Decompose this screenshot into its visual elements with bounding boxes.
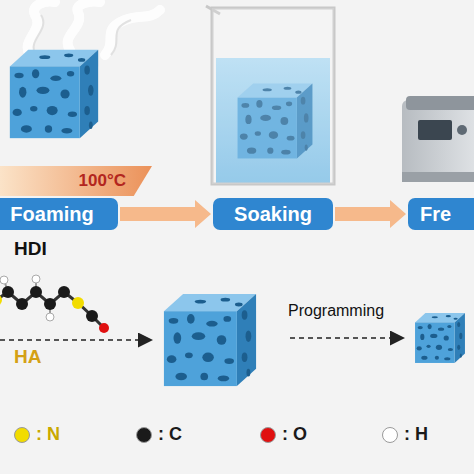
step-title: Soaking [234, 203, 312, 226]
dryer-body [402, 100, 474, 182]
process-box: Fre [408, 198, 474, 230]
step-label: Programming [288, 302, 384, 320]
h-atom [46, 313, 54, 321]
dryer-base [402, 172, 474, 182]
n-atom [0, 294, 2, 306]
c-atom [86, 310, 98, 322]
step-title: Fre [420, 203, 451, 226]
h-atom [32, 275, 40, 283]
dryer-lid [406, 96, 474, 110]
temperature-text: 100°C [79, 171, 126, 191]
freeze-dryer [402, 96, 474, 182]
o-atom [99, 323, 109, 333]
legend-text: : O [282, 424, 307, 445]
steam-wisp [111, 20, 131, 55]
steam-wisp [28, 2, 55, 55]
process-arrow [120, 200, 211, 228]
beaker [206, 6, 334, 184]
n-atom [72, 297, 84, 309]
steam-shadow [34, 15, 131, 55]
arrow-shape [120, 200, 211, 228]
dashed-arrow [290, 337, 402, 339]
c-atom [58, 286, 70, 298]
steam [28, 1, 160, 55]
legend-text: : C [158, 424, 182, 445]
steam-wisp [105, 10, 160, 55]
atom-swatch [136, 427, 152, 443]
steam-wisp [68, 1, 100, 50]
arrow-shape [335, 200, 406, 228]
atom-swatch [382, 427, 398, 443]
legend-text: : H [404, 424, 428, 445]
dryer-screen [418, 120, 452, 140]
glass [212, 8, 334, 184]
legend-item: : H [382, 424, 428, 445]
molecule [0, 275, 109, 333]
process-box: Soaking [213, 198, 333, 230]
step-title: Foaming [10, 203, 93, 226]
beaker-wall [212, 8, 334, 184]
h-atom [0, 276, 8, 284]
legend-item: : O [260, 424, 307, 445]
legend-text: : N [36, 424, 60, 445]
legend-item: : C [136, 424, 182, 445]
dashed-arrow [0, 339, 150, 341]
foam-cube [10, 50, 98, 138]
tag-fill [0, 166, 152, 196]
c-atom [30, 286, 42, 298]
c-atom [16, 298, 28, 310]
c-atom [2, 286, 14, 298]
legend-item: : N [14, 424, 60, 445]
reagent-label: HDI [14, 238, 47, 260]
foam-cube [164, 294, 256, 386]
atom-swatch [260, 427, 276, 443]
steam-wisp [34, 15, 44, 55]
reagent-label: HA [14, 346, 41, 368]
bond [0, 292, 104, 328]
temperature-tag: 100°C [0, 166, 152, 196]
tag-shape [0, 166, 152, 196]
process-arrow [335, 200, 406, 228]
atom-swatch [14, 427, 30, 443]
dryer-knob [457, 125, 467, 135]
c-atom [44, 298, 56, 310]
foam-cube [415, 313, 465, 363]
process-box: Foaming [0, 198, 118, 230]
